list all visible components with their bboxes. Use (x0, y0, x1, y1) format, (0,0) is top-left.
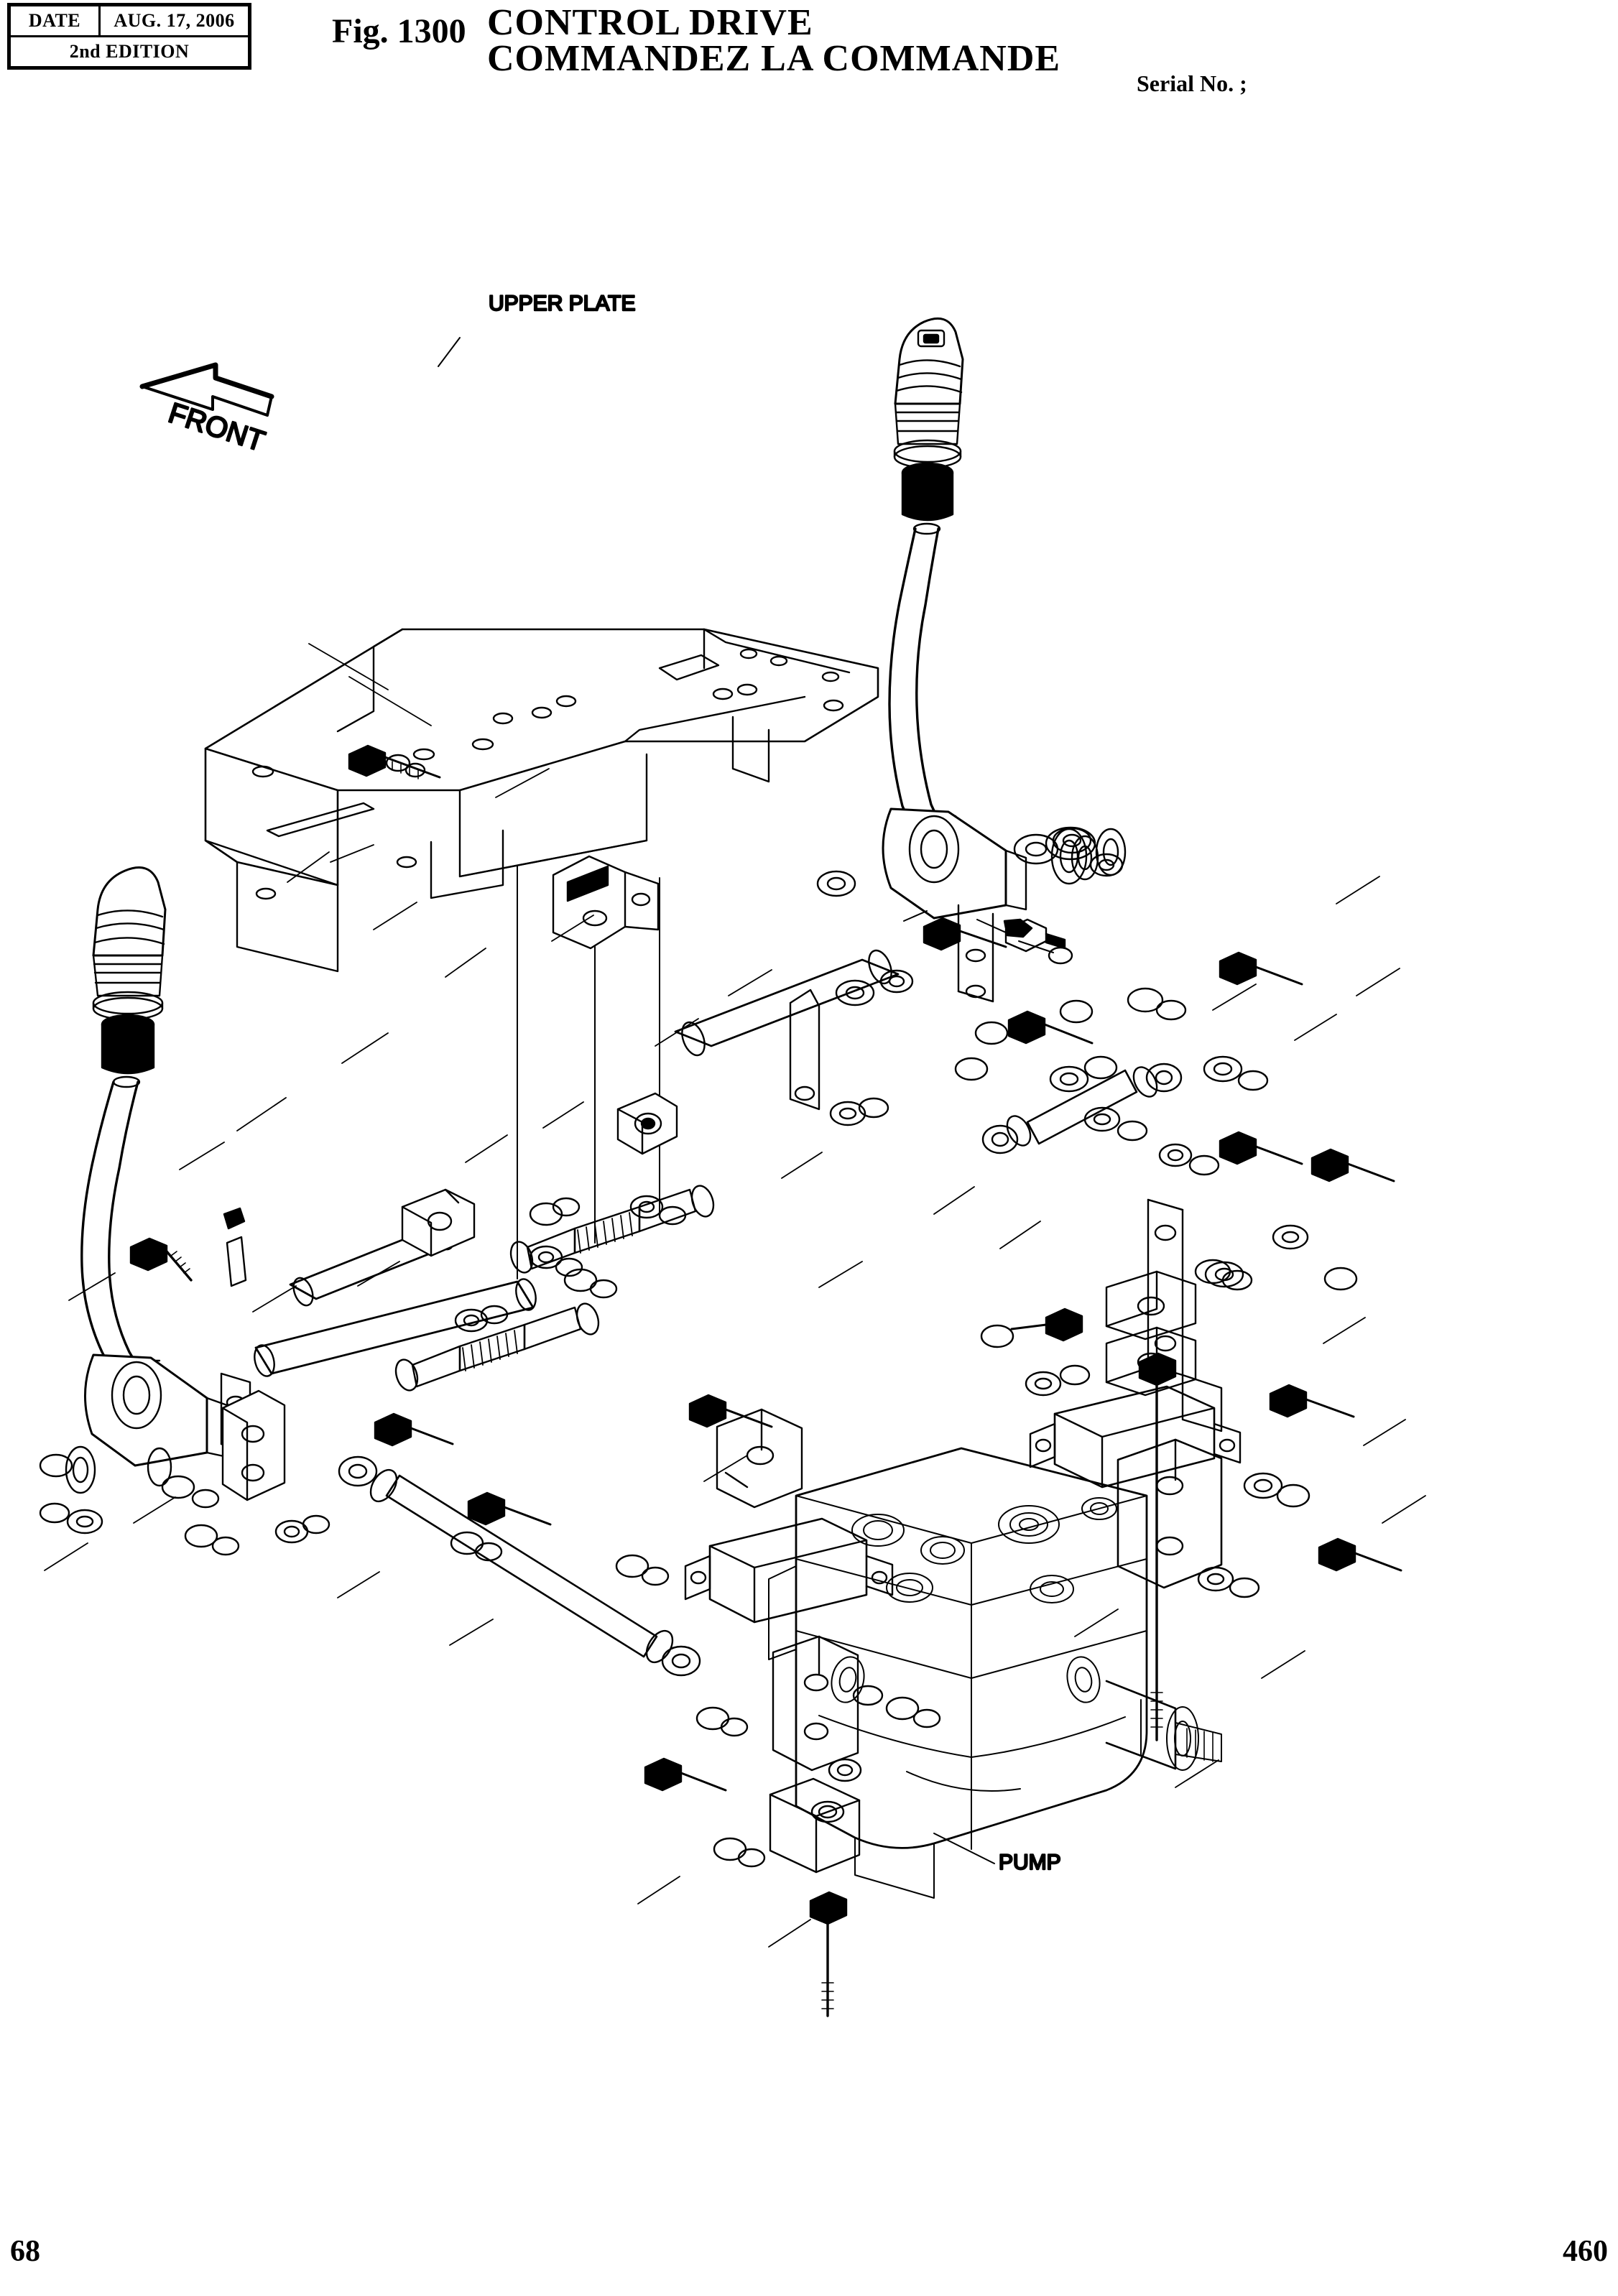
date-label: DATE (8, 4, 101, 37)
figure-title-english: CONTROL DRIVE (487, 2, 813, 43)
upper-cross-shaft (674, 949, 900, 1111)
upper-right-link-rod (981, 1063, 1183, 1154)
fastener-cluster-far-right (1045, 826, 1395, 1291)
table-row: DATE AUG. 17, 2006 (8, 4, 251, 37)
hydraulic-pump-body (768, 1447, 1222, 1899)
bottom-mount-bracket (769, 1635, 861, 1874)
left-mid-bracket (401, 1188, 476, 1257)
edition-value: 2nd EDITION (8, 35, 251, 69)
page-number-left: 68 (10, 2235, 40, 2268)
figure-title-french: COMMANDEZ LA COMMANDE (487, 38, 1061, 79)
upper-plate-label: UPPER PLATE (489, 292, 636, 315)
center-actuator-box (684, 1517, 894, 1624)
small-center-bracket (616, 1092, 678, 1155)
right-actuator-box (1029, 1385, 1242, 1489)
pump-label: PUMP (999, 1851, 1061, 1874)
right-control-lever (882, 317, 1027, 1003)
hex-bolt-long (129, 1237, 193, 1282)
serial-number-label: Serial No. ; (1137, 70, 1247, 96)
figure-number: Fig. 1300 (332, 12, 466, 50)
fastener-cluster-pump-right (980, 1307, 1402, 1598)
fastener-cluster-left-plate (353, 746, 426, 778)
rod-end-joint (338, 1455, 378, 1487)
fastener-cluster-mid-right (1007, 1010, 1303, 1288)
electrical-connector (976, 918, 1066, 953)
page-header: DATE AUG. 17, 2006 2nd EDITION Fig. 1300… (0, 0, 1618, 122)
right-vertical-bracket (1147, 1198, 1223, 1432)
rod-end-joint (661, 1645, 701, 1677)
fastener-cluster-center (39, 1195, 941, 1868)
left-lower-bracket (221, 1389, 286, 1501)
hex-bolt-vertical-bottom (809, 1891, 848, 2017)
upper-plate-part (204, 628, 879, 973)
hex-bolt (348, 744, 441, 779)
date-value: AUG. 17, 2006 (98, 4, 251, 37)
exploded-parts-diagram: FRONT UPPER PLATE (0, 122, 1618, 2205)
hex-bolt-vertical-right (1138, 1352, 1177, 1741)
right-mount-plate (1117, 1438, 1223, 1589)
front-direction-arrow: FRONT (139, 362, 274, 458)
long-push-rod (338, 1455, 701, 1677)
leader-lines (44, 643, 1426, 1948)
threaded-turnbuckle-lower (394, 1302, 600, 1392)
threaded-turnbuckle-upper (509, 1185, 715, 1274)
control-drive-assembly-drawing: FRONT UPPER PLATE (39, 291, 1426, 2017)
page-number-right: 460 (1563, 2235, 1608, 2268)
right-link-block-upper (1105, 1270, 1197, 1341)
fastener-cluster-rear-lever (829, 827, 1127, 1126)
center-bracket-arm (552, 855, 660, 950)
date-edition-table: DATE AUG. 17, 2006 2nd EDITION (7, 3, 251, 70)
spring-pin (223, 1207, 247, 1287)
lower-cross-shaft (254, 1221, 537, 1377)
left-control-lever (80, 866, 251, 1467)
table-row: 2nd EDITION (8, 35, 251, 69)
left-pump-bracket (716, 1408, 803, 1509)
